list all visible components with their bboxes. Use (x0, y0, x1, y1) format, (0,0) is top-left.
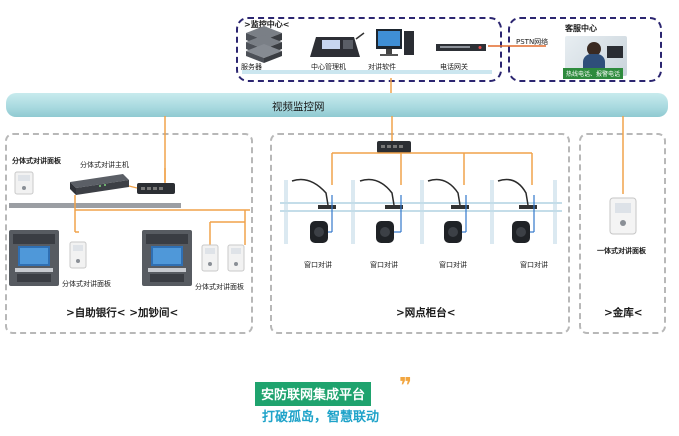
window-intercom-label-4: 窗口对讲 (520, 261, 548, 269)
gooseneck-mic-icon (427, 178, 469, 209)
intercom-panel-icon (69, 241, 87, 269)
left-section-title: >自助银行< >加钞间< (66, 307, 179, 319)
panel-label-top: 分体式对讲面板 (12, 157, 61, 165)
pstn-link (488, 45, 546, 47)
quote-mark-icon: ❞ (399, 374, 412, 399)
window-intercom-label-2: 窗口对讲 (370, 261, 398, 269)
pstn-label: PSTN网络 (516, 38, 549, 46)
counter-devices (280, 141, 562, 244)
right-section-title: >金库< (604, 307, 643, 319)
operator-body (583, 54, 605, 70)
center-to-bus-link (390, 78, 392, 94)
intercom-panel-icon (227, 244, 245, 272)
window-intercom-label-3: 窗口对讲 (439, 261, 467, 269)
phone-gateway-label: 电话网关 (440, 63, 468, 71)
window-speaker-icon (310, 195, 333, 243)
panel-label-a: 分体式对讲面板 (62, 280, 111, 288)
video-network-bus (6, 93, 668, 117)
vault-panel-label: 一体式对讲面板 (597, 247, 646, 255)
video-network-label: 视频监控网 (272, 101, 325, 113)
monitor-center-frame (236, 17, 502, 82)
left-section-frame (5, 133, 253, 334)
server-icon (246, 26, 282, 63)
tagline-primary: 安防联网集成平台 (255, 382, 372, 406)
vault-devices (609, 197, 637, 235)
intercom-panel-icon (609, 197, 637, 235)
gooseneck-mic-icon (359, 178, 403, 209)
operator-figure (587, 42, 601, 56)
customer-center-title: 客服中心 (565, 24, 597, 33)
window-speaker-icon (512, 195, 535, 243)
window-speaker-icon (376, 195, 402, 243)
atm-icon (142, 230, 192, 286)
tagline-secondary: 打破孤岛，智慧联动 (262, 410, 380, 425)
middle-section-title: >网点柜台< (396, 307, 456, 319)
panel-label-b: 分体式对讲面板 (195, 283, 244, 291)
computer-icon (376, 29, 414, 56)
hotline-badge: 热线电话、报警电话 (563, 68, 624, 79)
switch-icon (137, 183, 175, 194)
console-icon (310, 32, 365, 57)
switch-icon (377, 141, 411, 153)
server-label: 服务器 (241, 63, 262, 71)
left-devices (9, 168, 250, 286)
center-mgmt-label: 中心管理机 (311, 63, 346, 71)
gateway-icon (436, 44, 486, 51)
monitor-center-title: >监控中心< (244, 20, 290, 29)
monitor-center-devices (242, 26, 492, 74)
middle-section-frame (270, 133, 570, 334)
window-speaker-icon (444, 195, 467, 243)
gooseneck-mic-icon (291, 178, 336, 209)
host-label: 分体式对讲主机 (80, 161, 129, 169)
gooseneck-mic-icon (497, 178, 537, 209)
intercom-software-label: 对讲软件 (368, 63, 396, 71)
window-intercom-label-1: 窗口对讲 (304, 261, 332, 269)
intercom-panel-icon (14, 171, 34, 195)
intercom-panel-icon (201, 244, 219, 272)
customer-center-frame (508, 17, 662, 82)
operator-monitor (607, 46, 623, 58)
atm-icon (9, 230, 59, 286)
intercom-host-icon (70, 174, 129, 195)
